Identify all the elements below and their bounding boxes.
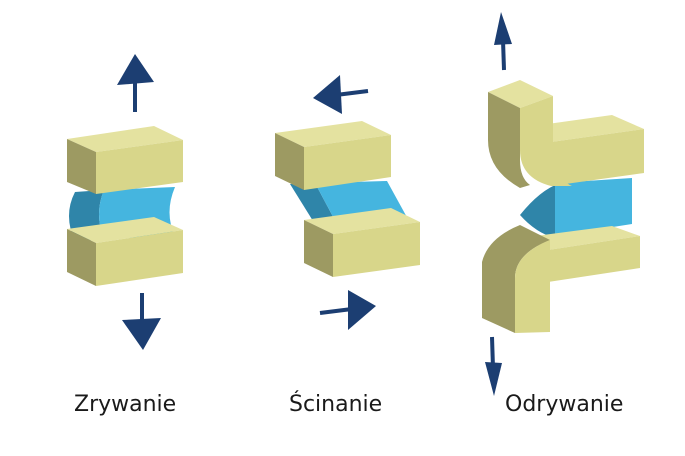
upper-block [488, 80, 644, 188]
arrow-right-icon [319, 290, 376, 330]
caption-tension: Zrywanie [74, 392, 177, 417]
tension-specimen [67, 54, 183, 350]
lower-block [304, 208, 420, 277]
arrow-down-icon [122, 293, 161, 350]
arrow-up-icon [494, 12, 512, 71]
peel-specimen [482, 12, 644, 396]
caption-shear: Ścinanie [289, 392, 383, 417]
shear-specimen [275, 75, 420, 330]
arrow-up-icon [117, 54, 154, 112]
lower-block [482, 225, 640, 333]
upper-block [275, 121, 391, 190]
adhesive-layer [520, 178, 632, 238]
arrow-left-icon [313, 75, 369, 114]
arrow-down-icon [485, 336, 502, 396]
upper-block [67, 126, 183, 194]
lower-block [67, 217, 183, 286]
caption-peel: Odrywanie [505, 392, 624, 417]
